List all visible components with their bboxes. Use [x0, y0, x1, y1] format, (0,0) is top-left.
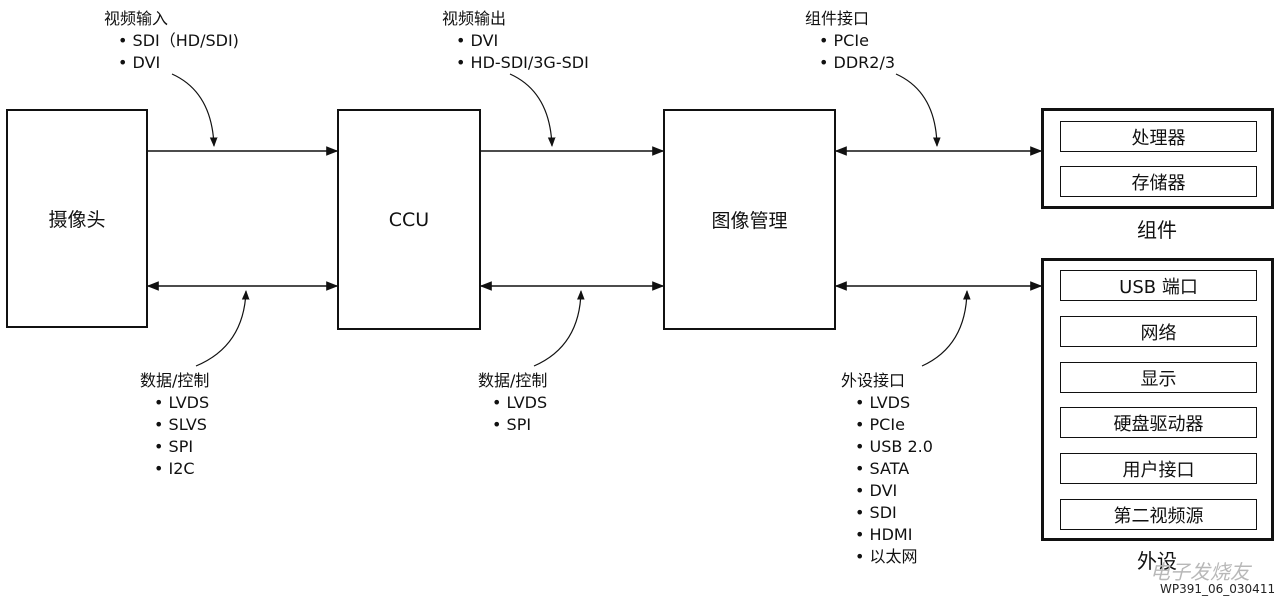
component-if-item: PCIe: [819, 30, 895, 52]
peripheral-if-item: PCIe: [855, 414, 933, 436]
data-ctrl-1-item: SLVS: [154, 414, 209, 436]
video-out-item: DVI: [456, 30, 589, 52]
peripheral-if-item: SATA: [855, 458, 933, 480]
data-ctrl-1-label: 数据/控制 LVDS SLVS SPI I2C: [140, 370, 209, 480]
video-in-label: 视频输入 SDI（HD/SDI) DVI: [104, 8, 239, 74]
data-ctrl-1-item: I2C: [154, 458, 209, 480]
peripheral-if-item: USB 2.0: [855, 436, 933, 458]
component-if-title: 组件接口: [805, 9, 870, 28]
peripheral-if-item: 以太网: [855, 546, 933, 568]
camera-block: 摄像头: [6, 109, 148, 328]
component-if-label: 组件接口 PCIe DDR2/3: [805, 8, 895, 74]
video-in-item: SDI（HD/SDI): [118, 30, 239, 52]
peripheral-if-item: HDMI: [855, 524, 933, 546]
peripheral-item-label: 网络: [1140, 322, 1177, 344]
peripheral-item-label: 用户接口: [1122, 459, 1195, 481]
data-ctrl-1-callout: [195, 290, 250, 367]
peripheral-item: 硬盘驱动器: [1060, 407, 1257, 438]
peripheral-item: USB 端口: [1060, 270, 1257, 301]
video-in-title: 视频输入: [104, 9, 169, 28]
data-ctrl-1-item: LVDS: [154, 392, 210, 414]
component-if-item: DDR2/3: [819, 52, 896, 74]
data-ctrl-2-callout: [533, 290, 585, 367]
data-ctrl-2-item: SPI: [492, 414, 547, 436]
peripherals-caption: 外设: [1137, 549, 1177, 573]
ccu-label: CCU: [388, 208, 430, 231]
component-item: 处理器: [1060, 121, 1257, 152]
figure-id: WP391_06_030411: [1160, 582, 1276, 596]
data-ctrl-2-title: 数据/控制: [478, 371, 548, 390]
camera-label: 摄像头: [48, 209, 106, 231]
peripheral-if-item: DVI: [855, 480, 933, 502]
video-out-label: 视频输出 DVI HD-SDI/3G-SDI: [442, 8, 589, 74]
peripheral-item: 第二视频源: [1060, 499, 1257, 530]
peripheral-item-label: USB 端口: [1119, 276, 1198, 298]
component-item-label: 存储器: [1131, 172, 1186, 194]
video-in-callout: [171, 73, 218, 147]
peripheral-item: 用户接口: [1060, 453, 1257, 484]
data-ctrl-1-title: 数据/控制: [140, 371, 210, 390]
data-ctrl-1-item: SPI: [154, 436, 209, 458]
component-if-callout: [895, 73, 941, 147]
component-item-label: 处理器: [1131, 127, 1186, 149]
video-out-title: 视频输出: [442, 9, 507, 28]
components-group: 处理器 存储器: [1041, 108, 1274, 209]
component-item: 存储器: [1060, 166, 1257, 197]
video-out-item: HD-SDI/3G-SDI: [456, 52, 589, 74]
peripheral-if-callout: [921, 290, 971, 367]
peripherals-group: USB 端口 网络 显示 硬盘驱动器 用户接口 第二视频源: [1041, 258, 1274, 541]
watermark-text: 电子发烧友: [1150, 560, 1250, 584]
image-management-label: 图像管理: [711, 210, 788, 232]
video-in-item: DVI: [118, 52, 239, 74]
peripheral-item: 网络: [1060, 316, 1257, 347]
peripheral-item-label: 第二视频源: [1113, 505, 1204, 527]
peripheral-if-item: LVDS: [855, 392, 933, 414]
peripheral-if-item: SDI: [855, 502, 933, 524]
peripheral-if-label: 外设接口 LVDS PCIe USB 2.0 SATA DVI SDI HDMI…: [841, 370, 933, 568]
data-ctrl-2-item: LVDS: [492, 392, 548, 414]
video-out-callout: [509, 73, 556, 147]
data-ctrl-2-label: 数据/控制 LVDS SPI: [478, 370, 547, 436]
peripheral-item: 显示: [1060, 362, 1257, 393]
peripheral-item-label: 显示: [1140, 368, 1177, 390]
components-caption: 组件: [1137, 218, 1177, 242]
peripheral-item-label: 硬盘驱动器: [1113, 413, 1204, 435]
image-management-block: 图像管理: [663, 109, 836, 330]
ccu-block: CCU: [337, 109, 481, 330]
peripheral-if-title: 外设接口: [841, 371, 906, 390]
